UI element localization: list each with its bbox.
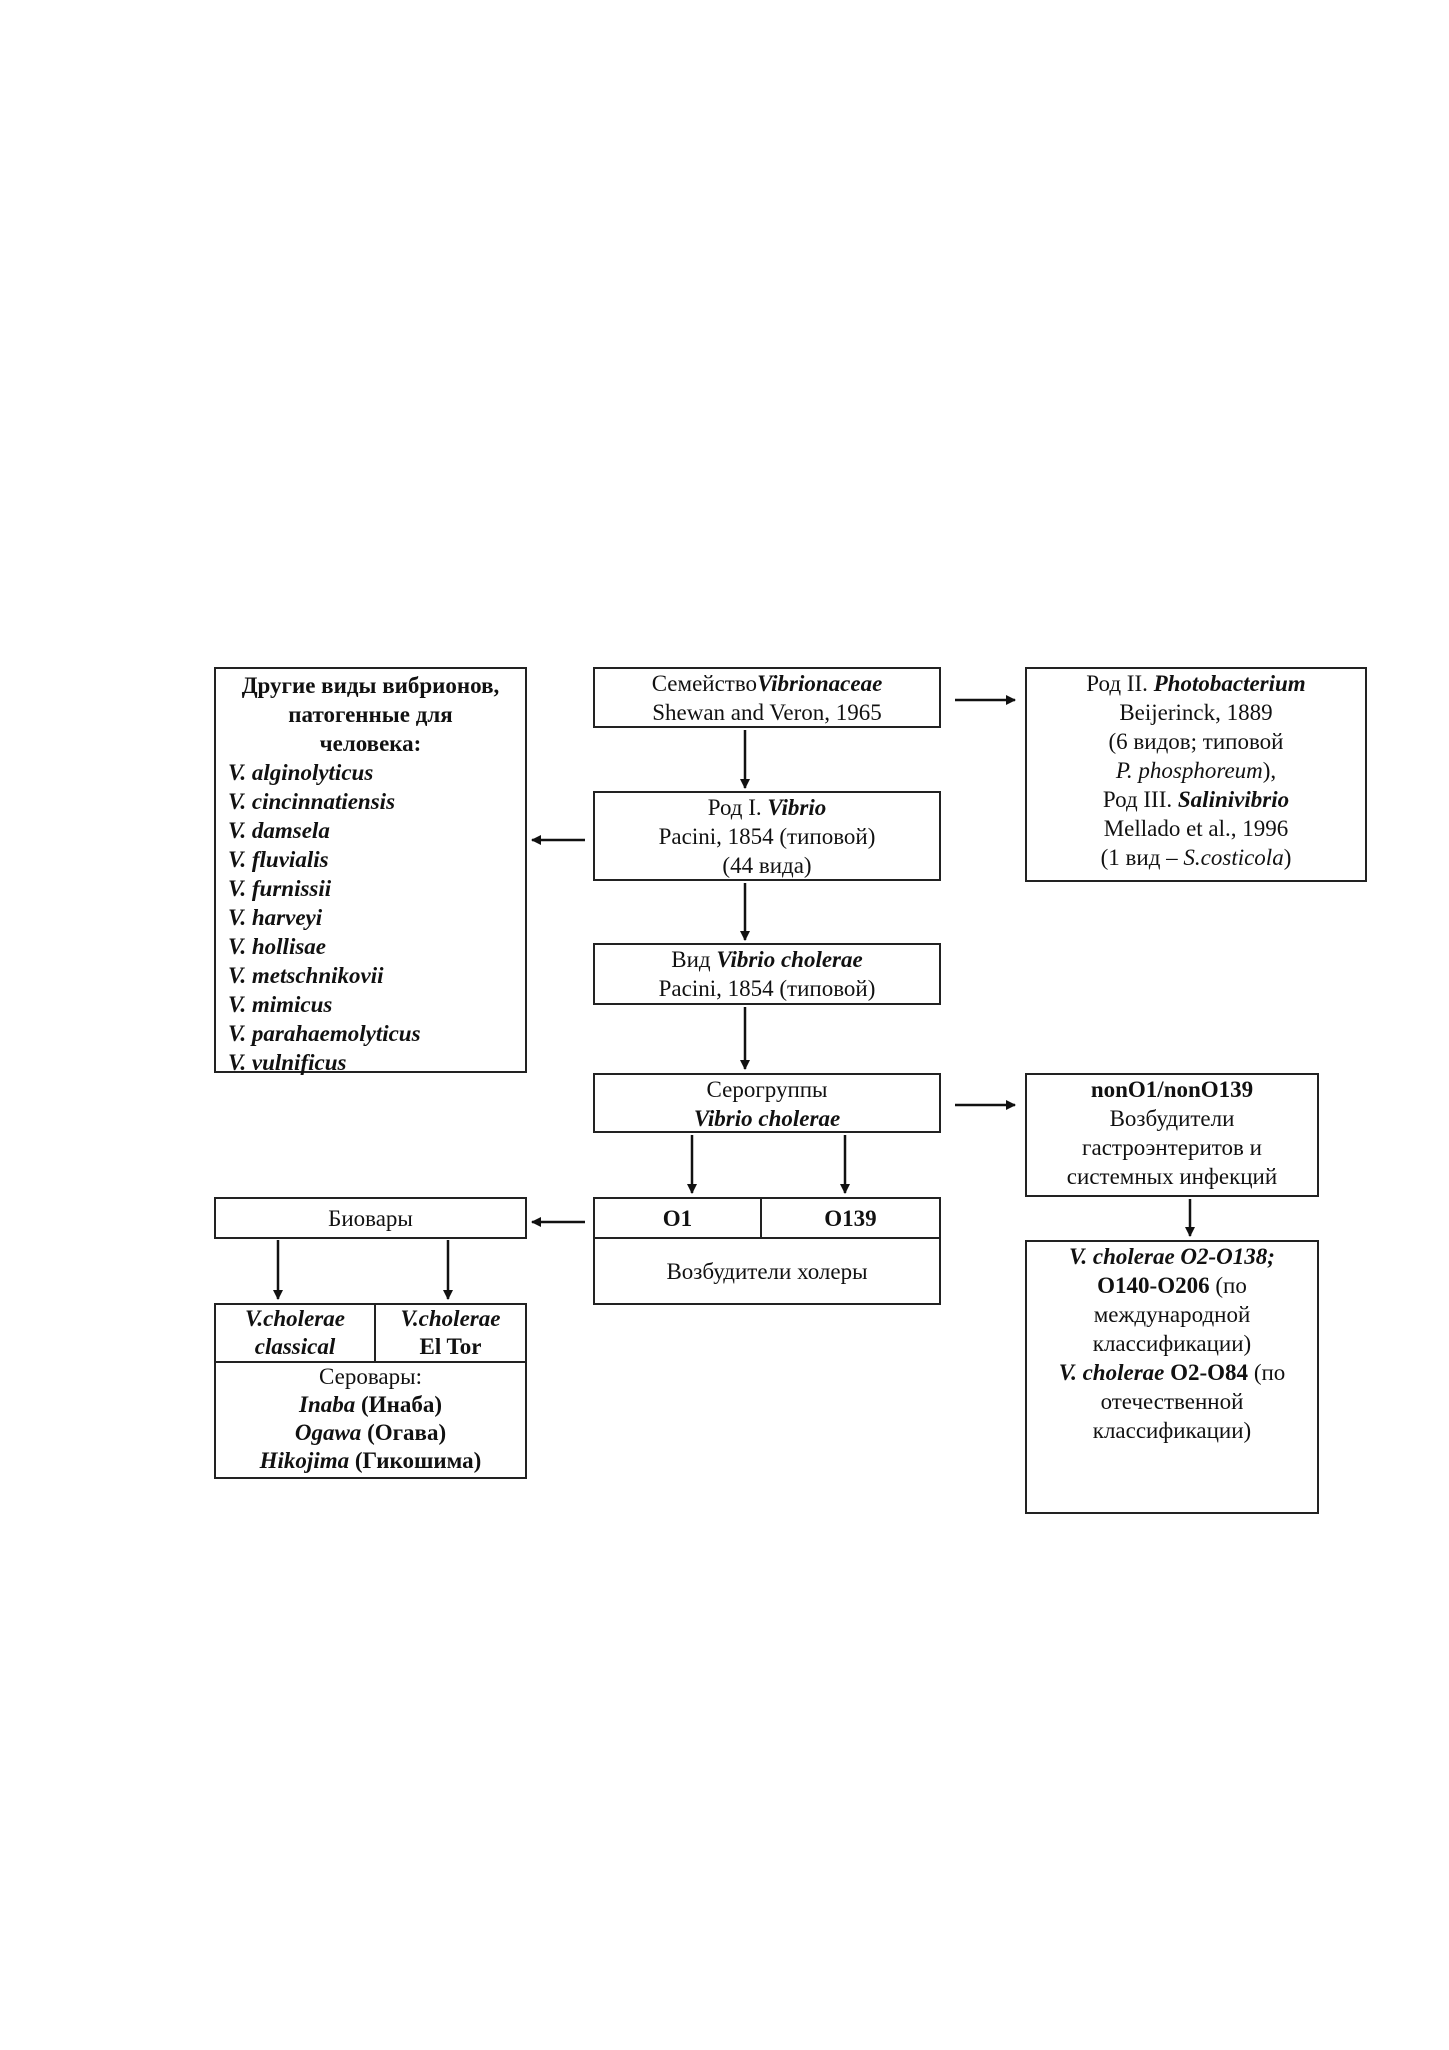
classical-cell: V.cholerae classical [216,1305,376,1363]
species-box: Вид Vibrio cholerae Pacini, 1854 (типово… [593,943,941,1005]
genus-3-count-suffix: ) [1283,845,1292,870]
o139-label: O139 [824,1205,877,1231]
classification-line2: (по [1209,1273,1247,1298]
classification-line6: отечественной [1100,1389,1244,1414]
species-item: V. cincinnatiensis [228,789,396,814]
species-authority: Pacini, 1854 (типовой) [658,976,876,1001]
serogroups-box: Серогруппы Vibrio cholerae [593,1073,941,1133]
classical-line2: classical [254,1334,336,1359]
classification-line3: международной [1093,1302,1251,1327]
species-item: V. mimicus [228,992,333,1017]
genus-2-type-species: P. phosphoreum [1115,758,1263,783]
biovars-box: Биовары [214,1197,527,1239]
serogroups-label: Серогруппы [706,1077,828,1102]
species-item: V. hollisae [228,934,326,959]
genus-vibrio-name: Vibrio [767,795,827,820]
family-box: СемействоVibrionaceae Shewan and Veron, … [593,667,941,728]
non-o1-box: nonO1/nonO139 Возбудители гастроэнтерито… [1025,1073,1319,1197]
cholera-agents-caption: Возбудители холеры [666,1258,868,1284]
eltor-line1: V.cholerae [400,1306,501,1331]
genus-2-authority: Beijerinck, 1889 [1119,700,1273,725]
genus-3-count-prefix: (1 вид – [1100,845,1184,870]
genus-vibrio-count: (44 вида) [722,853,812,878]
classification-line4: классификации) [1092,1331,1252,1356]
serovars-cell: Серовары: Inaba (Инаба) Ogawa (Огава) Hi… [216,1363,525,1477]
genus-2-suffix: ), [1262,758,1277,783]
species-name: Vibrio cholerae [716,947,863,972]
serovar-ru: (Огава) [361,1420,447,1445]
genus-2-name: Photobacterium [1153,671,1306,696]
genus-vibrio-authority: Pacini, 1854 (типовой) [658,824,876,849]
family-prefix: Семейство [651,671,758,696]
serovar-name: Inaba [299,1392,356,1417]
o139-cell: O139 [762,1199,939,1239]
other-species-header-1: Другие виды вибрионов, [241,673,500,698]
non-o1-line4: системных инфекций [1066,1164,1278,1189]
serovar-ru: (Инаба) [355,1392,442,1417]
non-o1-line3: гастроэнтеритов и [1082,1135,1262,1160]
genus-vibrio-box: Род I. Vibrio Pacini, 1854 (типовой) (44… [593,791,941,881]
serogroups-species: Vibrio cholerae [693,1106,841,1131]
non-o1-line2: Возбудители [1109,1106,1235,1131]
genus-vibrio-prefix: Род I. [707,795,768,820]
species-item: V. fluvialis [228,847,329,872]
species-item: V. vulnificus [228,1050,347,1075]
family-name: Vibrionaceae [757,671,883,696]
other-species-header-3: человека: [319,731,422,756]
classification-line1: V. cholerae O2-O138; [1069,1244,1275,1269]
classification-line5-name: V. cholerae [1058,1360,1165,1385]
classification-box: V. cholerae O2-O138; O140-O206 (по между… [1025,1240,1319,1514]
classification-line7: классификации) [1092,1418,1252,1443]
species-item: V. alginolyticus [228,760,374,785]
family-authority: Shewan and Veron, 1965 [652,700,882,725]
non-o1-title: nonO1/nonO139 [1090,1077,1254,1102]
species-item: V. metschnikovii [228,963,384,988]
species-item: V. damsela [228,818,330,843]
serovar-name: Hikojima [259,1448,350,1473]
genus-3-prefix: Род III. [1102,787,1178,812]
biovars-label: Биовары [328,1206,413,1231]
cholera-agents-cell: Возбудители холеры [595,1239,939,1303]
classification-line5: (по [1248,1360,1286,1385]
serovars-label: Серовары: [319,1364,422,1389]
cholera-agents-box: O1 O139 Возбудители холеры [593,1197,941,1305]
other-species-box: Другие виды вибрионов, патогенные для че… [214,667,527,1075]
species-item: V. furnissii [228,876,332,901]
genus-2-prefix: Род II. [1086,671,1154,696]
species-item: V. parahaemolyticus [228,1021,421,1046]
biovar-table: V.cholerae classical V.cholerae El Tor С… [214,1303,527,1479]
eltor-line2: El Tor [419,1334,482,1359]
genus-3-species: S.costicola [1183,845,1284,870]
classical-line1: V.cholerae [245,1306,345,1331]
genus-3-authority: Mellado et al., 1996 [1103,816,1289,841]
genus-3-name: Salinivibrio [1177,787,1290,812]
serovar-ru: (Гикошима) [349,1448,482,1473]
other-species-header-2: патогенные для [288,702,453,727]
genus-2-count: (6 видов; типовой [1108,729,1284,754]
classification-line2-bold: O140-O206 [1097,1273,1210,1298]
species-prefix: Вид [671,947,717,972]
o1-cell: O1 [595,1199,762,1239]
other-genera-box: Род II. Photobacterium Beijerinck, 1889 … [1025,667,1367,882]
serovar-name: Ogawa [294,1420,362,1445]
eltor-cell: V.cholerae El Tor [376,1305,525,1363]
species-item: V. harveyi [228,905,323,930]
classification-line5-bold: O2-O84 [1164,1360,1249,1385]
o1-label: O1 [662,1205,693,1231]
